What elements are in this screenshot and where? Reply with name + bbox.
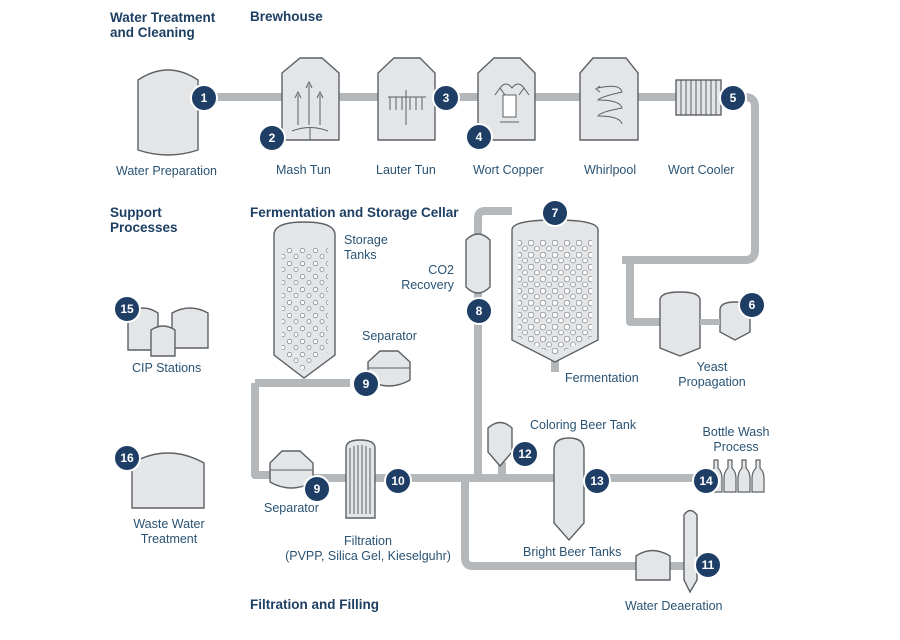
step-badge-10: 10 [384,467,412,495]
label-water-deaeration: Water Deaeration [625,599,723,613]
label-bright-beer-tanks: Bright Beer Tanks [523,545,622,559]
pipes [200,93,759,570]
step-badge-13: 13 [583,467,611,495]
label-wort-copper: Wort Copper [473,163,544,177]
yeast-propagation-vessels [659,291,751,357]
storage-tank-vessel [273,221,336,379]
step-badge-6: 6 [738,291,766,319]
label-fermentation: Fermentation [565,371,639,385]
label-separator-top: Separator [362,329,417,343]
step-badge-2: 2 [258,124,286,152]
step-badge-9-top: 9 [352,370,380,398]
label-bottle-wash: Bottle Wash Process [702,425,770,454]
heading-filtration-filling: Filtration and Filling [250,597,379,612]
wort-copper-vessel [477,57,536,141]
bright-beer-tank [553,437,585,542]
step-badge-14: 14 [692,467,720,495]
wort-cooler-unit [675,79,722,116]
label-cip-stations: CIP Stations [132,361,202,375]
heading-fermentation-storage: Fermentation and Storage Cellar [250,205,459,220]
label-co2-recovery: CO2 Recovery [401,263,454,292]
mash-tun-vessel [281,57,340,141]
heading-water-treatment: Water Treatment and Cleaning [110,10,215,40]
pipe-storage-loop [251,379,350,479]
label-whirlpool: Whirlpool [584,163,637,177]
water-preparation-tank [137,69,199,156]
step-badge-16: 16 [113,444,141,472]
pipe-main-brewhouse [200,93,759,264]
filtration-unit [345,439,376,519]
water-deaeration-units [635,509,698,594]
step-badge-11: 11 [694,551,722,579]
step-badge-9-bottom: 9 [303,475,331,503]
co2-recovery-vessel [465,233,491,294]
label-water-preparation: Water Preparation [116,164,217,178]
fermentation-tank-vessel [511,219,599,363]
coloring-beer-tank [487,421,513,468]
whirlpool-vessel [579,57,639,141]
label-waste-water: Waste Water Treatment [133,517,205,546]
step-badge-12: 12 [511,440,539,468]
pipe-deaeration [461,478,690,570]
step-badge-8: 8 [465,297,493,325]
pipe-fermentation-loop [474,207,512,480]
heading-brewhouse: Brewhouse [250,9,323,24]
step-badge-3: 3 [432,84,460,112]
heading-support-processes: Support Processes [110,205,178,235]
step-badge-7: 7 [541,199,569,227]
lauter-tun-vessel [377,57,436,141]
cip-stations-tanks [127,307,209,357]
label-wort-cooler: Wort Cooler [668,163,735,177]
pipe-to-yeast [626,260,660,326]
step-badge-15: 15 [113,295,141,323]
separator-bottom-unit [269,450,314,489]
label-filtration: Filtration (PVPP, Silica Gel, Kieselguhr… [285,534,451,563]
label-storage-tanks: Storage Tanks [344,233,388,262]
waste-water-tank [131,452,205,509]
step-badge-5: 5 [719,84,747,112]
label-yeast-propagation: Yeast Propagation [678,360,746,389]
label-coloring-beer-tank: Coloring Beer Tank [530,418,637,432]
heading-support-processes-text: Support Processes [110,205,178,235]
step-badge-1: 1 [190,84,218,112]
label-lauter-tun: Lauter Tun [376,163,436,177]
step-badge-4: 4 [465,123,493,151]
heading-water-treatment-text: Water Treatment and Cleaning [110,10,216,40]
label-mash-tun: Mash Tun [276,163,331,177]
label-separator-bottom: Separator [264,501,319,515]
